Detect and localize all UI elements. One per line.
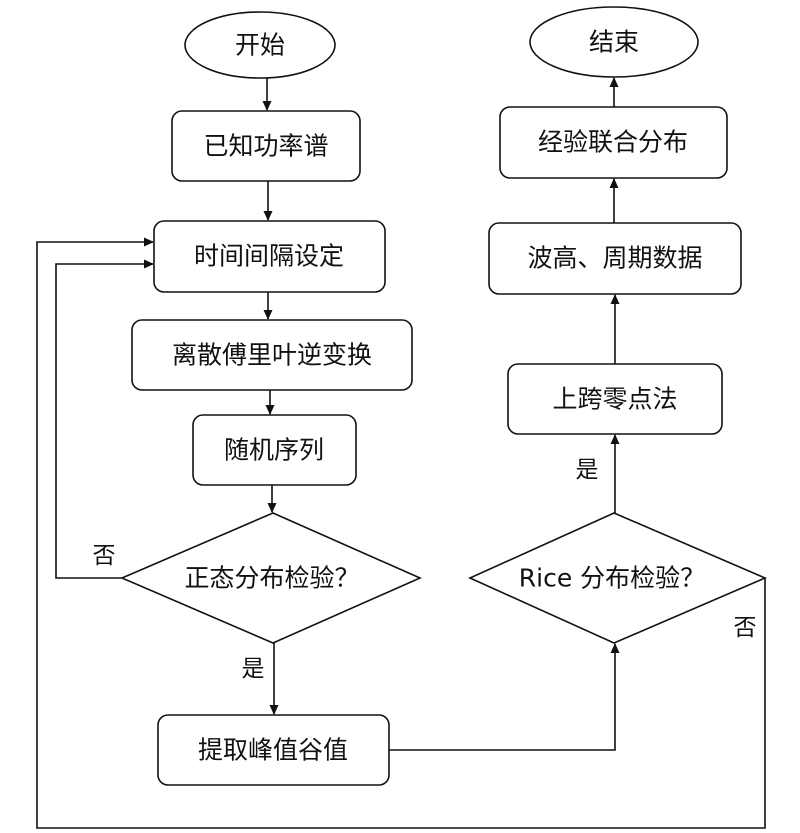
known-spectrum-node: 已知功率谱 [171,110,361,182]
arrow-normality-no-loop [55,259,154,579]
start-node: 开始 [184,11,336,79]
idft-node: 离散傅里叶逆变换 [131,319,413,391]
start-label: 开始 [235,31,285,60]
zero-upcrossing-label: 上跨零点法 [552,385,677,414]
end-node: 结束 [529,6,699,78]
rice-check-diamond: Rice 分布检验？ [468,512,768,644]
time-interval-label: 时间间隔设定 [194,242,344,271]
time-interval-node: 时间间隔设定 [153,220,386,293]
extract-peaks-node: 提取峰值谷值 [157,714,390,786]
joint-distribution-node: 经验联合分布 [499,106,728,179]
rice-check-label: Rice 分布检验？ [519,564,705,593]
rice-no-label: 否 [734,615,757,641]
extract-peaks-label: 提取峰值谷值 [198,736,348,765]
arrow-rice-no-loop [36,237,766,829]
wave-data-node: 波高、周期数据 [488,222,742,295]
idft-label: 离散傅里叶逆变换 [172,341,372,370]
random-sequence-node: 随机序列 [192,414,357,486]
normality-check-label: 正态分布检验？ [184,564,359,593]
normality-no-label: 否 [93,543,116,569]
arrow-extract-to-rice [389,643,620,751]
wave-data-label: 波高、周期数据 [527,244,702,273]
joint-distribution-label: 经验联合分布 [538,128,688,157]
normality-check-diamond: 正态分布检验？ [119,512,422,644]
normality-yes-label: 是 [242,656,265,682]
rice-yes-label: 是 [576,457,599,483]
zero-upcrossing-node: 上跨零点法 [507,363,723,435]
known-spectrum-label: 已知功率谱 [203,132,328,161]
random-sequence-label: 随机序列 [224,436,324,465]
end-label: 结束 [589,28,639,57]
